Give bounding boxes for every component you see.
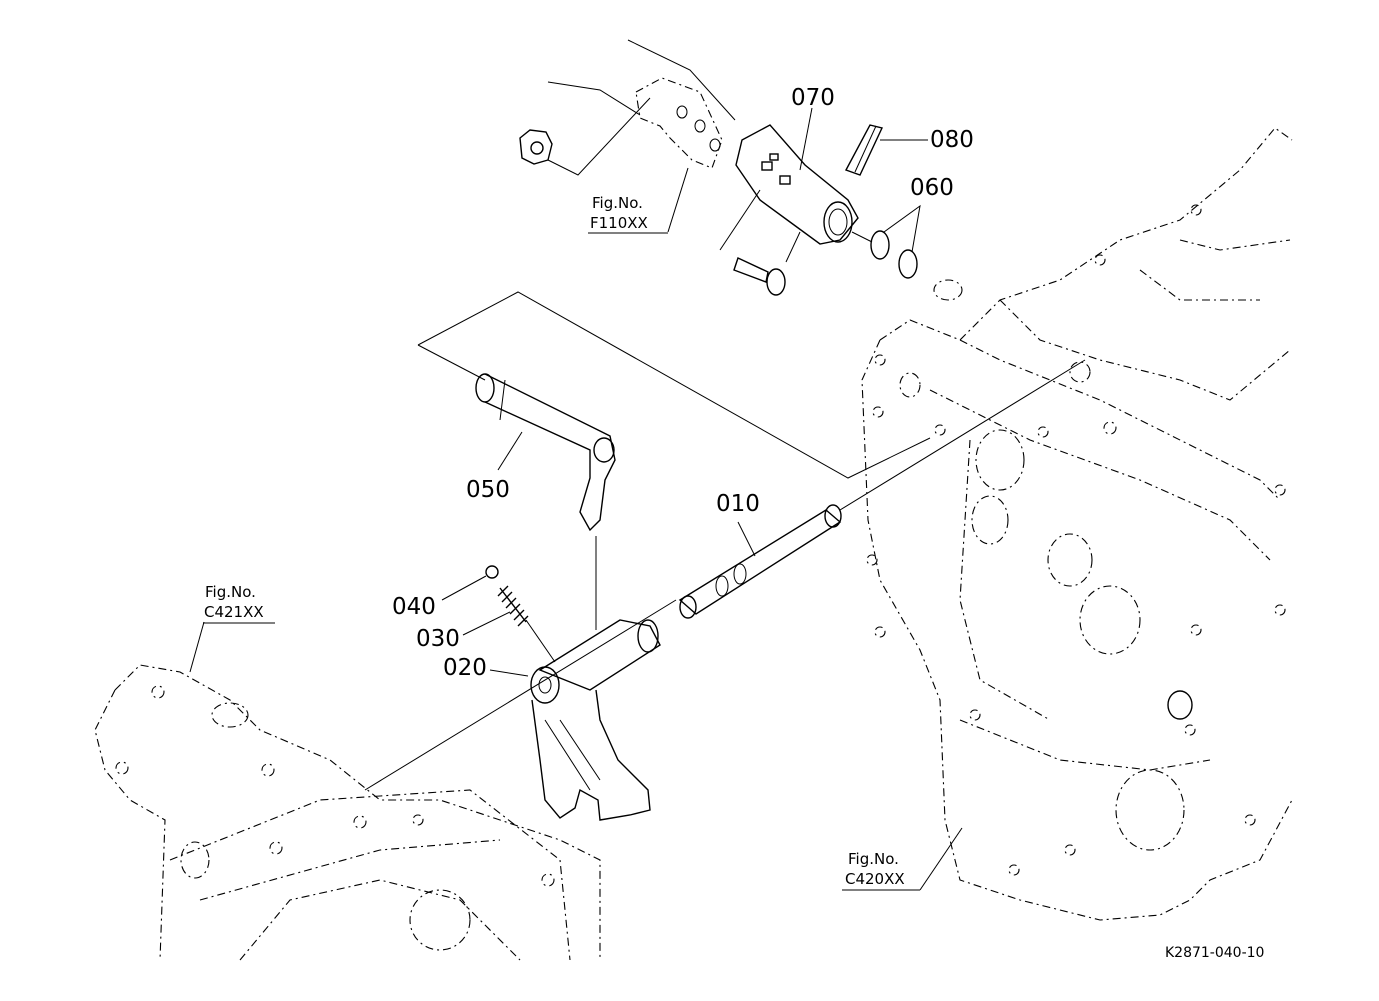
leader-070-screw: [719, 189, 761, 251]
ball-040: [441, 565, 499, 601]
leader-c421: [189, 621, 205, 673]
part-label-040: 040: [392, 594, 436, 620]
fig-ref-c421: C421XX: [204, 603, 264, 621]
fork-lever-050: [417, 291, 931, 532]
part-label-080: 080: [930, 127, 974, 153]
fig-ref-c420: C420XX: [845, 870, 905, 888]
part-label-010: 010: [716, 491, 760, 517]
shaft-010: [678, 504, 842, 619]
leader-070: [799, 107, 813, 171]
leader-050: [497, 431, 523, 471]
bracket-plate: [547, 39, 736, 169]
lever-070: [735, 124, 859, 245]
spring-030: [462, 585, 556, 663]
housing-c420: [861, 127, 1293, 921]
part-label-050: 050: [466, 477, 510, 503]
fig-caption-f110: Fig.No.: [592, 194, 643, 212]
leader-c420: [919, 827, 963, 891]
leader-020: [489, 669, 529, 677]
part-label-030: 030: [416, 626, 460, 652]
nut: [519, 97, 651, 176]
fig-caption-c421: Fig.No.: [205, 583, 256, 601]
drawing-code: K2871-040-10: [1165, 945, 1265, 961]
leader-f110: [667, 167, 689, 233]
part-label-070: 070: [791, 85, 835, 111]
axis-line: [364, 359, 1086, 791]
leader-010: [737, 521, 756, 557]
screw: [733, 231, 801, 296]
fig-caption-c420: Fig.No.: [848, 850, 899, 868]
part-label-020: 020: [443, 655, 487, 681]
shift-fork-020: [530, 536, 661, 821]
housing-c421: [94, 664, 601, 961]
o-rings-060: [851, 204, 921, 279]
fig-ref-f110: F110XX: [590, 214, 648, 232]
part-label-060: 060: [910, 175, 954, 201]
pin-080: [845, 124, 883, 176]
